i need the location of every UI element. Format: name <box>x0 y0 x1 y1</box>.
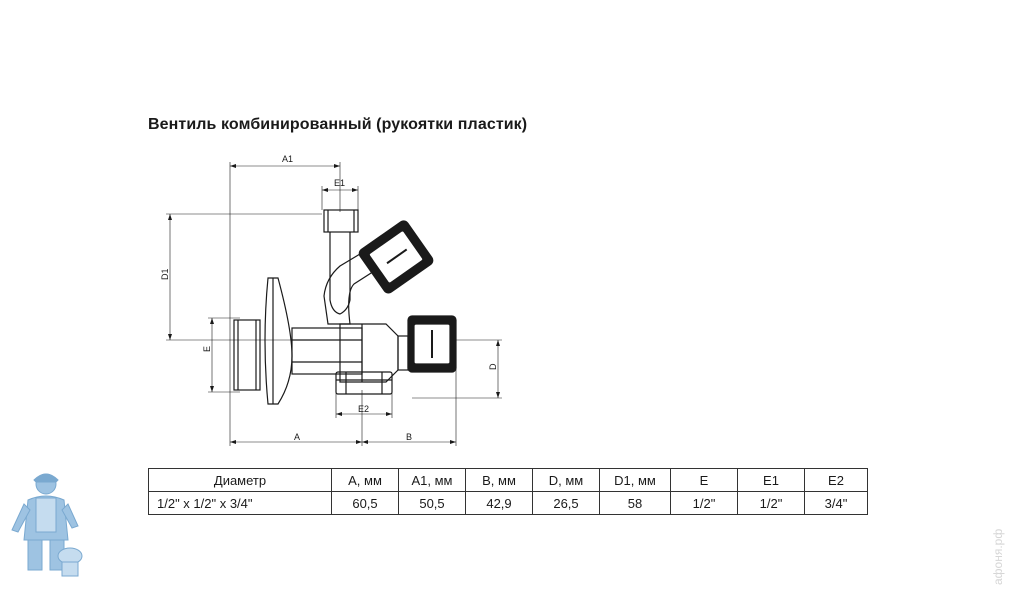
table-cell: 26,5 <box>532 491 600 515</box>
valve-body <box>339 323 399 383</box>
dim-label-e: E <box>202 346 212 352</box>
dimension-lines <box>166 162 502 446</box>
table-header-row: Диаметр A, мм A1, мм B, мм D, мм D1, мм … <box>148 468 868 492</box>
table-header-cell: E <box>670 468 738 492</box>
table-cell: 50,5 <box>398 491 466 515</box>
dim-label-d1: D1 <box>160 268 170 280</box>
spec-table: Диаметр A, мм A1, мм B, мм D, мм D1, мм … <box>148 468 868 515</box>
table-cell: 42,9 <box>465 491 533 515</box>
watermark-text: афоня.рф <box>991 529 1005 585</box>
dim-label-a: A <box>294 432 300 442</box>
table-header-cell: D, мм <box>532 468 600 492</box>
dim-label-d: D <box>488 363 498 370</box>
dim-label-e2: E2 <box>358 404 369 414</box>
dim-label-a1: A1 <box>282 154 293 164</box>
table-cell: 1/2" x 1/2" x 3/4" <box>148 491 332 515</box>
upper-handle <box>358 220 434 294</box>
bottom-outlet <box>335 371 393 395</box>
table-cell: 1/2" <box>737 491 805 515</box>
table-header-cell: D1, мм <box>599 468 671 492</box>
dim-label-e1: E1 <box>334 178 345 188</box>
right-handle <box>407 315 457 373</box>
table-header-cell: Диаметр <box>148 468 332 492</box>
table-header-cell: B, мм <box>465 468 533 492</box>
table-cell: 60,5 <box>331 491 399 515</box>
table-row: 1/2" x 1/2" x 3/4" 60,5 50,5 42,9 26,5 5… <box>148 491 868 515</box>
table-header-cell: A1, мм <box>398 468 466 492</box>
page-title: Вентиль комбинированный (рукоятки пласти… <box>148 116 528 133</box>
table-header-cell: E1 <box>737 468 805 492</box>
table-cell: 58 <box>599 491 671 515</box>
plumber-logo-icon <box>11 473 83 577</box>
table-cell: 1/2" <box>670 491 738 515</box>
left-thread <box>233 319 261 391</box>
table-cell: 3/4" <box>804 491 868 515</box>
wall-rosette <box>264 277 293 405</box>
site-watermark: афоня.рф <box>991 529 1005 585</box>
top-thread <box>323 209 359 233</box>
valve-technical-drawing: A1 E1 D1 E D E2 A B <box>160 154 502 446</box>
dim-label-b: B <box>406 432 412 442</box>
table-header-cell: E2 <box>804 468 868 492</box>
table-header-cell: A, мм <box>331 468 399 492</box>
